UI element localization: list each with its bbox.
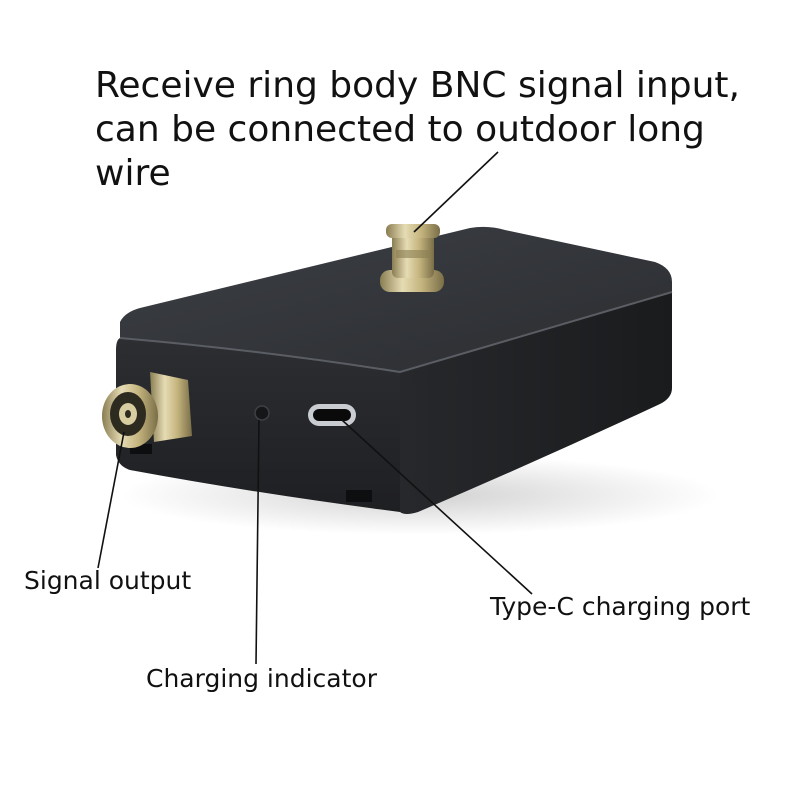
leader-line-bnc-input [413, 151, 499, 233]
title-line: Receive ring body BNC signal input, [95, 65, 740, 106]
charging-indicator-label: Charging indicator [146, 664, 377, 693]
typec-port-label: Type-C charging port [490, 592, 751, 621]
device-top-face [120, 226, 672, 372]
device-side-face [400, 292, 672, 514]
leader-line-typec-port [341, 419, 533, 595]
bnc-connector-icon [380, 224, 444, 292]
signal-output-label: Signal output [24, 566, 192, 595]
title-line: can be connected to outdoor long [95, 109, 705, 150]
led-indicator-icon [254, 405, 270, 421]
bnc-connector-icon [102, 372, 192, 448]
leader-line-charging-indicator [255, 419, 260, 665]
title-line: wire [95, 153, 171, 194]
device-edge-highlight [119, 291, 673, 374]
leader-line-signal-output [97, 431, 125, 569]
device-foot [130, 444, 152, 454]
title-callout: Receive ring body BNC signal input, can … [95, 64, 740, 196]
device-foot [346, 490, 372, 502]
usb-c-port-icon [308, 404, 356, 426]
